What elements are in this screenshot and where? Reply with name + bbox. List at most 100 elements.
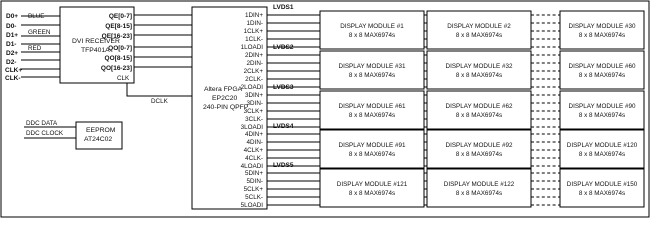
pin-d0-plus-label: D0+	[6, 13, 18, 20]
display-module-box	[426, 50, 532, 90]
lvds2-pin-label: 2DIN+	[245, 52, 263, 59]
display-module-box	[559, 168, 645, 208]
display-module-spec: 8 x 8 MAX6974s	[579, 190, 625, 197]
display-module-box	[426, 168, 532, 208]
display-module-name: DISPLAY MODULE #150	[567, 181, 638, 188]
display-module-name: DISPLAY MODULE #1	[340, 23, 404, 30]
display-module-name: DISPLAY MODULE #120	[567, 142, 638, 149]
diagram-border	[0, 0, 650, 218]
display-module-box	[559, 50, 645, 90]
display-module-name: DISPLAY MODULE #121	[337, 181, 408, 188]
dvi-receiver-block: DVI RECEIVER TFP401A QE[0-7] QE[8-15] QE…	[59, 6, 135, 84]
dclk-wire	[126, 83, 192, 97]
display-module-spec: 8 x 8 MAX6974s	[456, 190, 502, 197]
display-module-box	[559, 90, 645, 130]
display-module-spec: 8 x 8 MAX6974s	[456, 32, 502, 39]
dvi-receiver-box	[59, 6, 135, 84]
display-module-box	[426, 10, 532, 50]
display-module-box	[319, 129, 425, 169]
pin-d1-plus-label: D1+	[6, 32, 18, 39]
dvi-output-qe0-7: QE[0-7]	[109, 13, 132, 20]
display-module-spec: 8 x 8 MAX6974s	[349, 32, 395, 39]
lvds1-pin-label: 1DIN-	[247, 20, 263, 27]
lvds2-pin-label: 2DIN-	[247, 60, 263, 67]
fpga-line2: EP2C20	[212, 95, 238, 102]
dvi-input-pins: D0+ D0- D1+ D1- D2+ D2- CLK+ CLK- BLUE G…	[5, 13, 60, 82]
display-module-name: DISPLAY MODULE #60	[569, 63, 636, 70]
pin-d1-minus-label: D1-	[6, 41, 16, 48]
pin-clk-minus-label: CLK-	[5, 75, 21, 82]
lvds1-bus-label: LVDS1	[273, 4, 294, 11]
display-module-spec: 8 x 8 MAX6974s	[349, 151, 395, 158]
display-module-name: DISPLAY MODULE #31	[339, 63, 406, 70]
lvds3-pin-label: 3CLK-	[245, 116, 263, 123]
dclk-label: DCLK	[151, 98, 169, 105]
display-module-spec: 8 x 8 MAX6974s	[349, 72, 395, 79]
display-module-box	[319, 50, 425, 90]
display-module-name: DISPLAY MODULE #92	[446, 142, 513, 149]
display-module-spec: 8 x 8 MAX6974s	[579, 32, 625, 39]
display-module-name: DISPLAY MODULE #61	[339, 103, 406, 110]
lvds1-pin-label: 1DIN+	[245, 12, 263, 19]
dvi-receiver-title: DVI RECEIVER	[72, 38, 120, 45]
fpga-line1: Altera FPGA	[204, 86, 243, 93]
lvds5-bus-label: LVDS5	[273, 162, 294, 169]
display-module-box	[559, 10, 645, 50]
display-module-name: DISPLAY MODULE #30	[569, 23, 636, 30]
pin-clk-plus-label: CLK+	[5, 67, 22, 74]
lvds1-pin-label: 1CLK-	[245, 36, 263, 43]
display-module-name: DISPLAY MODULE #90	[569, 103, 636, 110]
display-module-spec: 8 x 8 MAX6974s	[456, 151, 502, 158]
display-module-spec: 8 x 8 MAX6974s	[579, 112, 625, 119]
display-module-name: DISPLAY MODULE #91	[339, 142, 406, 149]
display-module-name: DISPLAY MODULE #62	[446, 103, 513, 110]
dvi-output-qo8-15: QO[8-15]	[105, 55, 132, 62]
dvi-input-wires	[21, 15, 60, 78]
display-module-spec: 8 x 8 MAX6974s	[349, 112, 395, 119]
display-module-name: DISPLAY MODULE #2	[447, 23, 511, 30]
lvds3-pin-label: 3DIN-	[247, 100, 263, 107]
display-module-name: DISPLAY MODULE #122	[444, 181, 515, 188]
eeprom-line2: AT24C02	[84, 136, 112, 143]
eeprom-block: DDC DATA DDC CLOCK EEPROM AT24C02	[24, 120, 123, 150]
dvi-output-qe8-15: QE[8-15]	[105, 23, 132, 30]
display-module-box	[559, 129, 645, 169]
lvds4-pin-label: 4CLK-	[245, 155, 263, 162]
lvds5-pin-label: 5DIN+	[245, 170, 263, 177]
display-module-spec: 8 x 8 MAX6974s	[579, 72, 625, 79]
display-module-box	[426, 90, 532, 130]
lvds2-pin-label: 2LOADI	[241, 84, 264, 91]
fpga-box	[191, 6, 268, 210]
lvds4-pin-label: 4CLK+	[244, 147, 264, 154]
fpga-line3: 240-PIN QPFP	[203, 104, 249, 111]
lvds2-bus-label: LVDS2	[273, 44, 294, 51]
dvi-receiver-part: TFP401A	[81, 47, 110, 54]
lvds4-pin-label: 4LOADI	[241, 163, 264, 170]
receiver-to-fpga-bus	[134, 14, 192, 68]
display-module-spec: 8 x 8 MAX6974s	[456, 72, 502, 79]
lvds5-pin-label: 5DIN-	[247, 178, 263, 185]
display-module-spec: 8 x 8 MAX6974s	[349, 190, 395, 197]
pin-d2-plus-label: D2+	[6, 50, 18, 57]
lvds1-pin-label: 1LOADI	[241, 44, 264, 51]
display-module-box	[319, 90, 425, 130]
lvds5-pin-label: 5CLK+	[244, 186, 264, 193]
pin-d2-minus-label: D2-	[6, 59, 16, 66]
lvds3-pin-label: 3CLK+	[244, 108, 264, 115]
ddc-wires	[24, 126, 76, 139]
dvi-clk-label: CLK	[117, 75, 130, 82]
signal-green-label: GREEN	[28, 29, 51, 36]
display-module-spec: 8 x 8 MAX6974s	[579, 151, 625, 158]
lvds5-pin-label: 5CLK-	[245, 194, 263, 201]
lvds4-bus-label: LVDS4	[273, 123, 294, 130]
signal-red-label: RED	[28, 45, 42, 52]
display-module-spec: 8 x 8 MAX6974s	[456, 112, 502, 119]
display-module-box	[319, 168, 425, 208]
ddc-data-label: DDC DATA	[26, 120, 58, 127]
lvds1-pin-label: 1CLK+	[244, 28, 264, 35]
display-module-box	[426, 129, 532, 169]
lvds2-pin-label: 2CLK-	[245, 76, 263, 83]
dvi-output-qo0-7: QO[0-7]	[108, 45, 132, 52]
lvds5-pin-label: 5LOADI	[241, 202, 264, 209]
lvds-channels: LVDS1 1DIN+1DIN-1CLK+1CLK-1LOADI DISPLAY M…	[241, 4, 645, 209]
